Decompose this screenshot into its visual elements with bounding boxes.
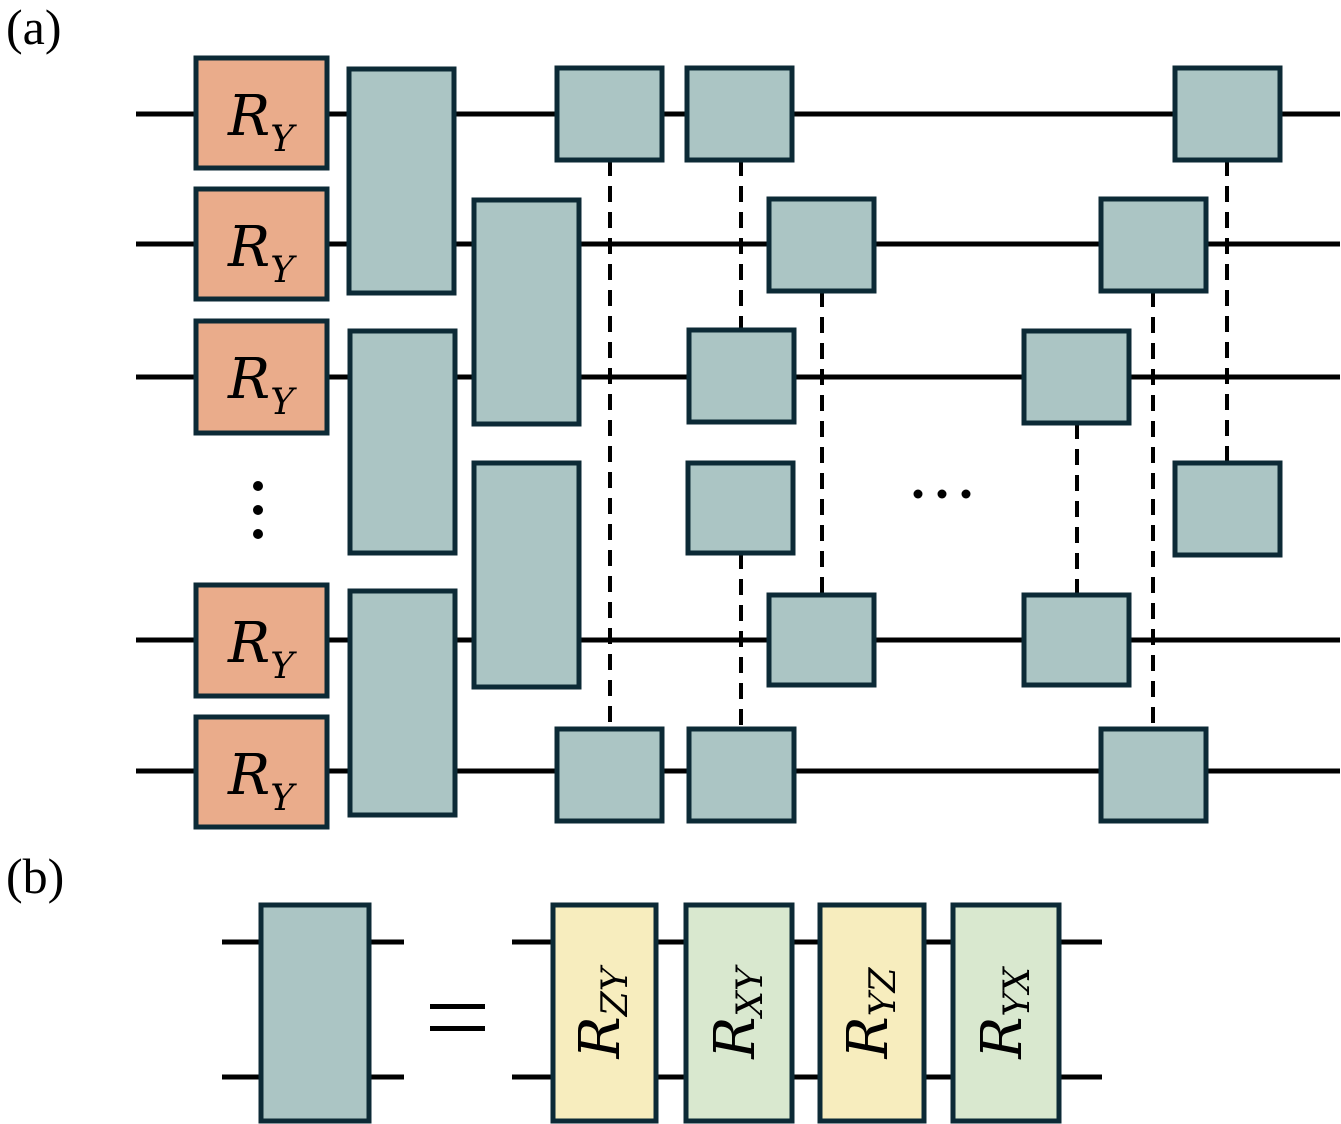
rxy-gate-symbol: R [703,1017,768,1060]
ry-gate: RY [193,186,330,302]
rxy-gate: RXY [683,902,795,1124]
ry-gate-symbol: R [227,347,270,412]
two-qubit-block [258,902,372,1124]
ryx-gate: RYX [950,902,1062,1124]
panel-b-label: (b) [6,848,64,904]
two-qubit-block [347,328,458,556]
two-qubit-block [347,588,458,818]
svg-text:RXY: RXY [703,964,772,1060]
gate-box [1098,196,1209,294]
svg-text:RZY: RZY [568,964,637,1059]
rxy-gate-subscript: XY [730,964,771,1020]
svg-text:RY: RY [227,347,297,423]
two-qubit-block [471,197,582,427]
gate-box [1172,65,1283,163]
gate-box [686,327,797,425]
ry-gate-subscript: Y [270,646,297,687]
gate-box [766,196,877,294]
svg-text:RY: RY [227,743,297,819]
svg-text:RY: RY [227,215,297,291]
ry-gate-symbol: R [227,215,270,280]
ry-gate: RY [193,318,330,436]
panel-b: RZY RXY RYZ RYX [222,902,1102,1124]
gate-box [554,726,665,824]
gate-box [1172,460,1283,558]
gate-box [766,592,877,688]
two-qubit-block [471,460,582,690]
gate-box [554,65,665,163]
equals-sign [430,1004,485,1031]
two-qubit-block [346,66,457,296]
ryx-gate-subscript: YX [997,966,1038,1017]
ryz-gate: RYZ [817,902,927,1124]
horizontal-ellipsis [913,489,971,499]
ryz-gate-symbol: R [836,1016,901,1059]
gate-box [686,726,797,824]
panel-a: RY RY RY RY RY [136,55,1340,830]
svg-text:RY: RY [227,84,297,160]
ryx-gate-symbol: R [970,1017,1035,1060]
svg-text:RYZ: RYZ [836,967,905,1060]
rzy-gate-subscript: ZY [595,964,636,1017]
rzy-gate-symbol: R [568,1016,633,1059]
ry-gate-symbol: R [227,84,270,149]
ry-gate-symbol: R [227,611,270,676]
ry-gate: RY [193,55,330,171]
gate-box [685,460,796,556]
ry-gate-subscript: Y [270,778,297,819]
svg-text:RY: RY [227,611,297,687]
ry-gate-subscript: Y [270,119,297,160]
svg-text:RYX: RYX [970,966,1039,1060]
gate-box [1021,592,1132,688]
gate-box [1098,726,1209,824]
panel-a-label: (a) [6,0,62,55]
ry-gate: RY [193,714,330,830]
ry-gate: RY [193,582,330,699]
gate-box [684,65,795,163]
rzy-gate: RZY [550,902,659,1124]
vertical-ellipsis [253,481,263,539]
ryz-gate-subscript: YZ [863,967,904,1017]
ry-gate-symbol: R [227,743,270,808]
ry-gate-subscript: Y [270,382,297,423]
gate-box [1021,328,1132,426]
ry-gate-subscript: Y [270,250,297,291]
